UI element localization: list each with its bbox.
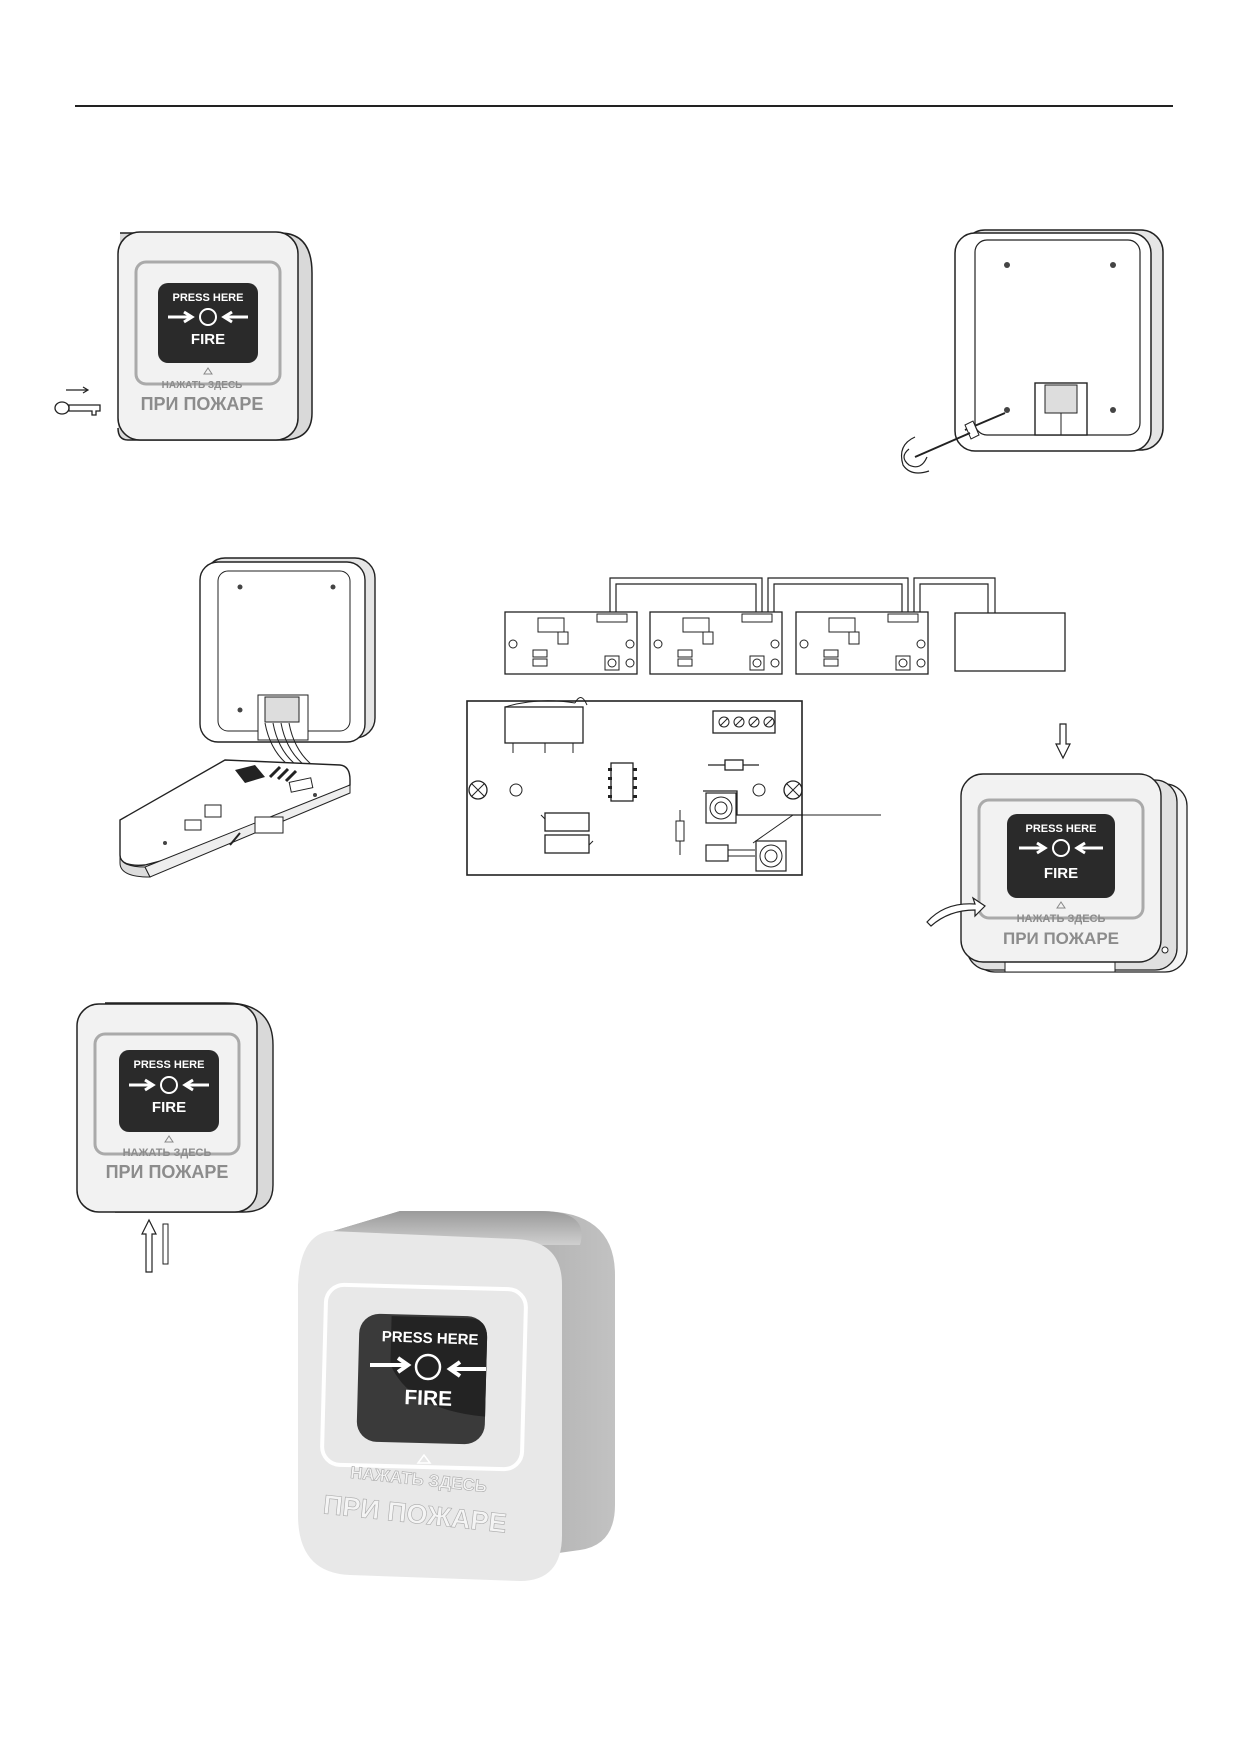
- fire-text-4: FIRE: [404, 1386, 453, 1411]
- header-rule: [75, 105, 1173, 107]
- pri-pozhare-text-3: ПРИ ПОЖАРЕ: [106, 1162, 229, 1182]
- press-here-text-3: PRESS HERE: [134, 1059, 205, 1071]
- key-icon: [54, 386, 101, 416]
- control-panel-box: [954, 612, 1066, 672]
- fire-text-2: FIRE: [1044, 865, 1078, 882]
- figure-device-insert-up: PRESS HERE FIRE НАЖАТЬ ЗДЕСЬ ПРИ ПОЖАРЕ: [76, 1002, 274, 1273]
- fire-text: FIRE: [191, 331, 225, 348]
- nazhat-zdes-text: НАЖАТЬ ЗДЕСЬ: [162, 380, 243, 391]
- figure-device-closing: PRESS HERE FIRE НАЖАТЬ ЗДЕСЬ ПРИ ПОЖАРЕ: [926, 723, 1188, 973]
- figure-housing-screwdriver: [900, 229, 1164, 474]
- board-3: [795, 611, 929, 675]
- up-arrow-icon: [141, 1218, 169, 1273]
- board-2: [649, 611, 783, 675]
- figure-device-closed-with-key: PRESS HERE FIRE НАЖАТЬ ЗДЕСЬ ПРИ ПОЖАРЕ: [54, 231, 313, 441]
- press-here-text: PRESS HERE: [173, 292, 244, 304]
- press-here-text-2: PRESS HERE: [1026, 823, 1097, 835]
- pri-pozhare-text-2: ПРИ ПОЖАРЕ: [1003, 929, 1119, 948]
- pri-pozhare-text: ПРИ ПОЖАРЕ: [141, 394, 264, 414]
- nazhat-zdes-text-2: НАЖАТЬ ЗДЕСЬ: [1017, 913, 1106, 925]
- figure-device-large: PRESS HERE FIRE НАЖАТЬ ЗДЕСЬ ПРИ ПОЖАРЕ: [298, 1211, 615, 1581]
- fire-text-3: FIRE: [152, 1099, 186, 1116]
- figure-wiring-diagram: [504, 577, 1066, 675]
- curved-arrow-icon: [926, 896, 986, 927]
- press-here-text-4: PRESS HERE: [382, 1328, 479, 1348]
- figure-device-opened-board: [119, 557, 376, 878]
- screwdriver-icon: [900, 412, 1006, 474]
- figure-board-detail: [466, 697, 881, 876]
- nazhat-zdes-text-3: НАЖАТЬ ЗДЕСЬ: [123, 1147, 212, 1159]
- down-arrow-icon: [1055, 723, 1071, 760]
- board-1: [504, 611, 638, 675]
